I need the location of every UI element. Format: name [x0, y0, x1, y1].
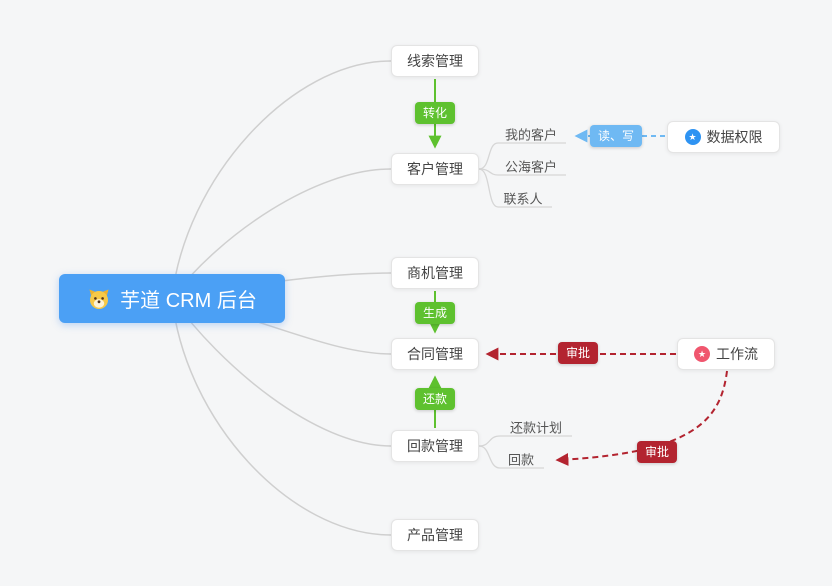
- edge-label-approve-payment: 审批: [636, 441, 678, 463]
- node-payments[interactable]: 回款管理: [391, 430, 479, 462]
- node-products-label: 产品管理: [407, 527, 463, 543]
- edge-label-approve-contract: 审批: [557, 342, 599, 364]
- root-label: 芋道 CRM 后台: [120, 290, 257, 312]
- edge-label-repay: 还款: [414, 388, 456, 410]
- subitem-contacts[interactable]: 联系人: [503, 191, 543, 207]
- node-data-permission-label: 数据权限: [706, 129, 763, 145]
- shiba-dog-icon: [87, 287, 111, 311]
- subitem-my-customers[interactable]: 我的客户: [504, 127, 558, 143]
- curve-customers-my-customers: [478, 142, 566, 170]
- node-opportunities[interactable]: 商机管理: [391, 257, 479, 289]
- subitem-repayment[interactable]: 回款: [507, 452, 535, 468]
- curve-payments-repayment: [478, 445, 544, 469]
- curve-root-payments: [171, 297, 392, 447]
- edge-label-read-write: 读、写: [589, 125, 643, 147]
- node-opportunities-label: 商机管理: [407, 265, 463, 281]
- node-workflow[interactable]: ★ 工作流: [677, 338, 775, 370]
- node-contracts-label: 合同管理: [407, 346, 463, 362]
- edge-label-generate: 生成: [414, 302, 456, 324]
- node-data-permission[interactable]: ★ 数据权限: [667, 121, 780, 153]
- node-contracts[interactable]: 合同管理: [391, 338, 479, 370]
- node-leads[interactable]: 线索管理: [391, 45, 479, 77]
- workflow-star-icon: ★: [694, 346, 710, 362]
- node-root[interactable]: 芋道 CRM 后台: [59, 274, 285, 323]
- node-customers-label: 客户管理: [407, 161, 463, 177]
- subitem-repayment-plan[interactable]: 还款计划: [509, 420, 563, 436]
- node-customers[interactable]: 客户管理: [391, 153, 479, 185]
- curve-root-products: [171, 297, 392, 536]
- arrow-approve-payment-line: [555, 370, 728, 466]
- curve-root-customers: [171, 168, 392, 299]
- node-products[interactable]: 产品管理: [391, 519, 479, 551]
- node-payments-label: 回款管理: [407, 438, 463, 454]
- data-permission-star-icon: ★: [684, 129, 701, 145]
- subitem-public-customers[interactable]: 公海客户: [504, 159, 558, 175]
- curve-payments-repayment-plan: [478, 435, 572, 447]
- node-leads-label: 线索管理: [407, 53, 463, 69]
- curve-root-leads: [171, 60, 392, 299]
- curve-customers-public-customers: [478, 168, 566, 176]
- edge-label-convert: 转化: [414, 102, 456, 124]
- node-workflow-label: 工作流: [716, 346, 758, 362]
- curve-customers-contacts: [478, 168, 552, 208]
